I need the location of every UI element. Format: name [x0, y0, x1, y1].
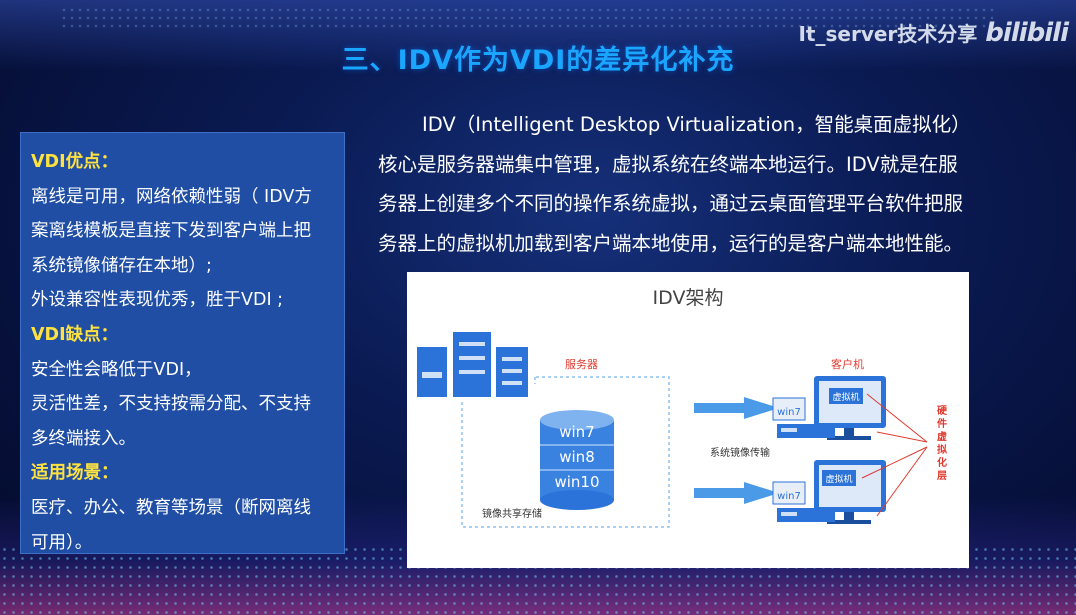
server-region-border: [461, 376, 670, 528]
svg-text:化: 化: [937, 456, 947, 469]
diagram-title: IDV架构: [653, 287, 724, 309]
watermark-text: It_server技术分享: [798, 22, 978, 46]
panel-line: 多终端接入。: [31, 428, 136, 449]
os-label-1: win7: [777, 407, 801, 418]
db-label-win10: win10: [554, 473, 599, 491]
panel-line: 灵活性差，不支持按需分配、不支持: [31, 394, 311, 415]
server-icon: [417, 332, 528, 397]
slide-title: 三、IDV作为VDI的差异化补充: [341, 45, 735, 76]
hw-layer-pointer-lines: [861, 393, 928, 517]
cons-heading: VDI缺点：: [31, 324, 119, 345]
panel-line: 医疗、办公、教育等场景（断网离线: [31, 497, 311, 518]
top-dot-pattern: [60, 6, 996, 32]
panel-line: 外设兼容性表现优秀，胜于VDI ;: [31, 290, 284, 311]
paragraph-line: IDV（Intelligent Desktop Virtualization，智…: [422, 113, 971, 136]
storage-label: 镜像共享存储: [482, 507, 542, 520]
svg-text:硬: 硬: [937, 405, 948, 417]
image-storage-database-icon: [540, 410, 614, 510]
hw-layer-label: 硬 件 虚 拟 化 层: [937, 405, 948, 482]
panel-line: 案离线模板是直接下发到客户端上把: [31, 221, 311, 242]
client-computer-icon: [772, 460, 886, 524]
paragraph-line: 核心是服务器端集中管理，虚拟系统在终端本地运行。IDV就是在服: [378, 152, 958, 176]
panel-line: 系统镜像储存在本地）;: [31, 255, 212, 276]
vm-label-2: 虚拟机: [825, 473, 852, 485]
top-glow: [0, 0, 1076, 70]
client-label: 客户机: [831, 357, 864, 371]
db-label-win8: win8: [559, 448, 595, 466]
intro-paragraph: IDV（Intelligent Desktop Virtualization，智…: [378, 105, 1038, 263]
svg-text:件: 件: [937, 417, 947, 430]
client-computer-icon: [772, 376, 886, 440]
idv-architecture-diagram: IDV架构 服务器 win7 win8 win10 镜: [407, 272, 969, 568]
panel-line: 可用）。: [31, 532, 93, 553]
svg-text:拟: 拟: [937, 443, 947, 456]
vm-label-1: 虚拟机: [832, 391, 859, 403]
bilibili-logo: bilibili: [985, 18, 1069, 48]
paragraph-line: 务器上的虚拟机加载到客户端本地使用，运行的是客户端本地性能。: [378, 231, 964, 255]
watermark: It_server技术分享 bilibili: [798, 18, 1069, 48]
transfer-arrow-top: [694, 397, 779, 419]
paragraph-line: 务器上创建多个不同的操作系统虚拟，通过云桌面管理平台软件把服: [378, 192, 964, 215]
svg-text:层: 层: [937, 470, 947, 482]
transfer-arrow-bottom: [694, 482, 779, 504]
panel-line: 离线是可用，网络依赖性弱（ IDV方: [31, 186, 312, 207]
os-label-2: win7: [777, 491, 801, 502]
panel-line: 安全性会略低于VDI，: [31, 359, 202, 380]
scenarios-heading: 适用场景：: [31, 463, 119, 484]
diagram-canvas: IDV架构 服务器 win7 win8 win10 镜: [417, 287, 948, 528]
left-info-panel: VDI优点： 离线是可用，网络依赖性弱（ IDV方 案离线模板是直接下发到客户端…: [20, 132, 345, 554]
transfer-label: 系统镜像传输: [710, 446, 770, 459]
pros-heading: VDI优点：: [31, 152, 119, 172]
svg-text:虚: 虚: [937, 430, 947, 443]
server-label: 服务器: [565, 358, 598, 371]
db-label-win7: win7: [559, 423, 595, 441]
